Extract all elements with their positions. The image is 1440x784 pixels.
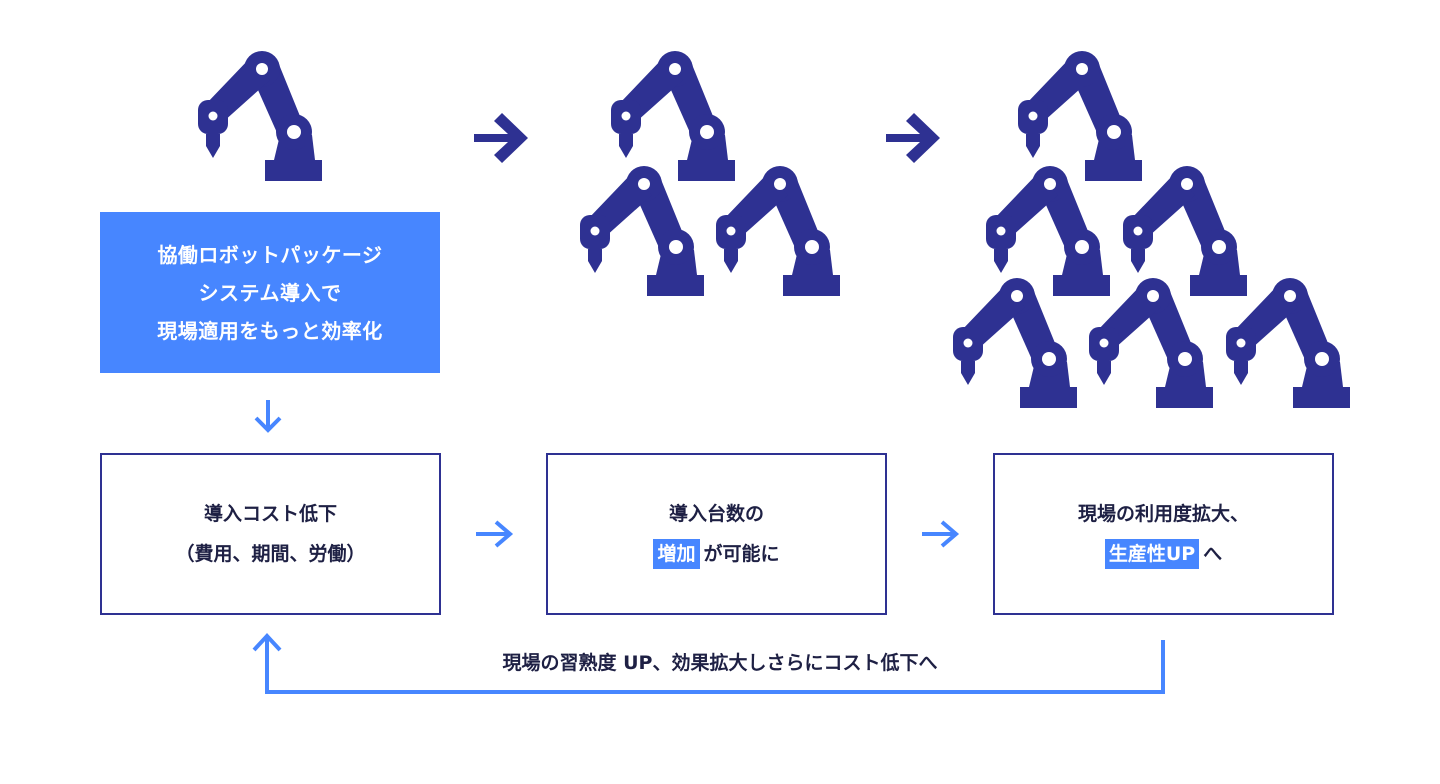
step-subtitle: （費用、期間、労働） — [175, 543, 366, 565]
arrow-up-icon — [252, 633, 282, 652]
arrow-right-icon — [474, 518, 514, 550]
step-box-productivity: 現場の利用度拡大、 生産性UP へ — [993, 453, 1334, 615]
step-subtitle: 生産性UP へ — [1104, 534, 1223, 574]
step-subtitle: 増加 が可能に — [653, 534, 780, 574]
step-title: 現場の利用度拡大、 — [1077, 503, 1249, 525]
highlight-badge: 増加 — [653, 539, 700, 569]
step-subtitle-rest: へ — [1203, 543, 1223, 565]
hero-line: 現場適用をもっと効率化 — [157, 318, 383, 343]
highlight-badge: 生産性UP — [1104, 539, 1200, 569]
loop-label: 現場の習熟度 UP、効果拡大しさらにコスト低下へ — [502, 652, 938, 674]
step-title: 導入台数の — [668, 503, 764, 525]
arrow-down-icon — [252, 398, 284, 434]
step-box-units: 導入台数の 増加 が可能に — [546, 453, 887, 615]
arrow-right-icon — [920, 518, 960, 550]
hero-line: システム導入で — [198, 280, 342, 305]
step-title: 導入コスト低下 — [203, 503, 337, 525]
hero-line: 協働ロボットパッケージ — [157, 242, 383, 267]
step-box-cost: 導入コスト低下 （費用、期間、労働） — [100, 453, 441, 615]
step-subtitle-rest: が可能に — [703, 543, 780, 565]
hero-box: 協働ロボットパッケージ システム導入で 現場適用をもっと効率化 — [100, 212, 440, 373]
